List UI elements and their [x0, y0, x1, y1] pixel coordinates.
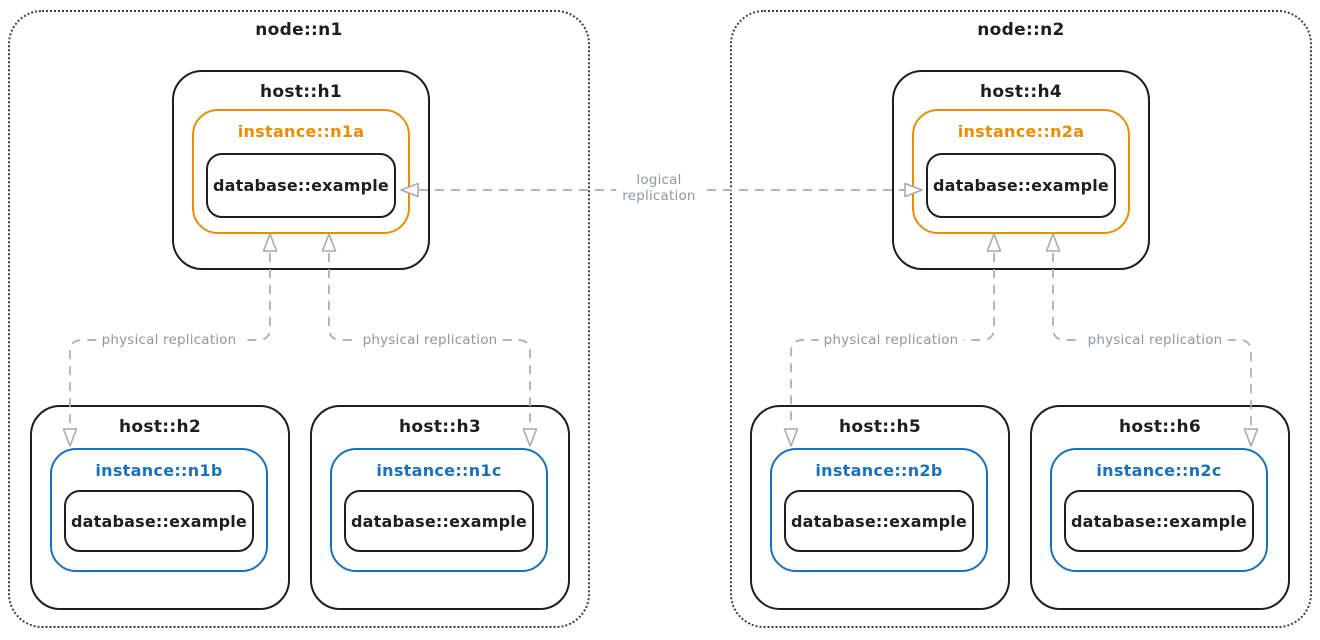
instance-n2b-label: instance::n2b	[815, 461, 943, 480]
host-h1-label: host::h1	[260, 82, 342, 102]
database-example-h6-box: database::example	[1064, 490, 1254, 552]
database-example-h4-label: database::example	[933, 176, 1109, 195]
database-example-h5-label: database::example	[791, 511, 967, 531]
host-h3-label: host::h3	[399, 417, 481, 437]
instance-n1b-label: instance::n1b	[95, 461, 223, 480]
database-example-h4-box: database::example	[926, 153, 1116, 218]
database-example-h3-box: database::example	[344, 490, 534, 552]
host-h3-box: host::h3 instance::n1c database::example	[310, 405, 570, 610]
host-h6-label: host::h6	[1119, 417, 1201, 437]
logical-replication-label: logical replication	[616, 171, 702, 205]
host-h1-box: host::h1 instance::n1a database::example	[172, 70, 430, 270]
database-example-h6-label: database::example	[1071, 511, 1247, 531]
logical-replication-label-line1: logical	[636, 172, 682, 188]
host-h5-label: host::h5	[839, 417, 921, 437]
physical-replication-label-2: physical replication	[357, 332, 503, 348]
database-example-h1-box: database::example	[206, 153, 396, 218]
host-h2-box: host::h2 instance::n1b database::example	[30, 405, 290, 610]
instance-n1c-box: instance::n1c database::example	[330, 448, 548, 572]
host-h4-label: host::h4	[980, 82, 1062, 102]
instance-n2c-label: instance::n2c	[1096, 461, 1222, 480]
instance-n1a-box: instance::n1a database::example	[192, 109, 410, 234]
host-h4-box: host::h4 instance::n2a database::example	[892, 70, 1150, 270]
instance-n2a-label: instance::n2a	[957, 122, 1085, 141]
node-n1-box: node::n1 host::h1 instance::n1a database…	[8, 10, 590, 628]
node-n2-box: node::n2 host::h4 instance::n2a database…	[730, 10, 1312, 628]
node-n1-label: node::n1	[255, 20, 343, 40]
host-h6-box: host::h6 instance::n2c database::example	[1030, 405, 1290, 610]
instance-n1a-label: instance::n1a	[237, 122, 365, 141]
database-example-h1-label: database::example	[213, 176, 389, 195]
instance-n1c-label: instance::n1c	[376, 461, 502, 480]
physical-replication-label-4: physical replication	[1082, 332, 1228, 348]
instance-n2a-box: instance::n2a database::example	[912, 109, 1130, 234]
node-n2-label: node::n2	[977, 20, 1065, 40]
database-example-h2-box: database::example	[64, 490, 254, 552]
host-h2-label: host::h2	[119, 417, 201, 437]
instance-n2b-box: instance::n2b database::example	[770, 448, 988, 572]
instance-n2c-box: instance::n2c database::example	[1050, 448, 1268, 572]
physical-replication-label-1: physical replication	[96, 332, 242, 348]
database-example-h5-box: database::example	[784, 490, 974, 552]
physical-replication-label-3: physical replication	[818, 332, 964, 348]
database-example-h2-label: database::example	[71, 511, 247, 531]
instance-n1b-box: instance::n1b database::example	[50, 448, 268, 572]
logical-replication-label-line2: replication	[622, 188, 696, 204]
database-example-h3-label: database::example	[351, 511, 527, 531]
host-h5-box: host::h5 instance::n2b database::example	[750, 405, 1010, 610]
